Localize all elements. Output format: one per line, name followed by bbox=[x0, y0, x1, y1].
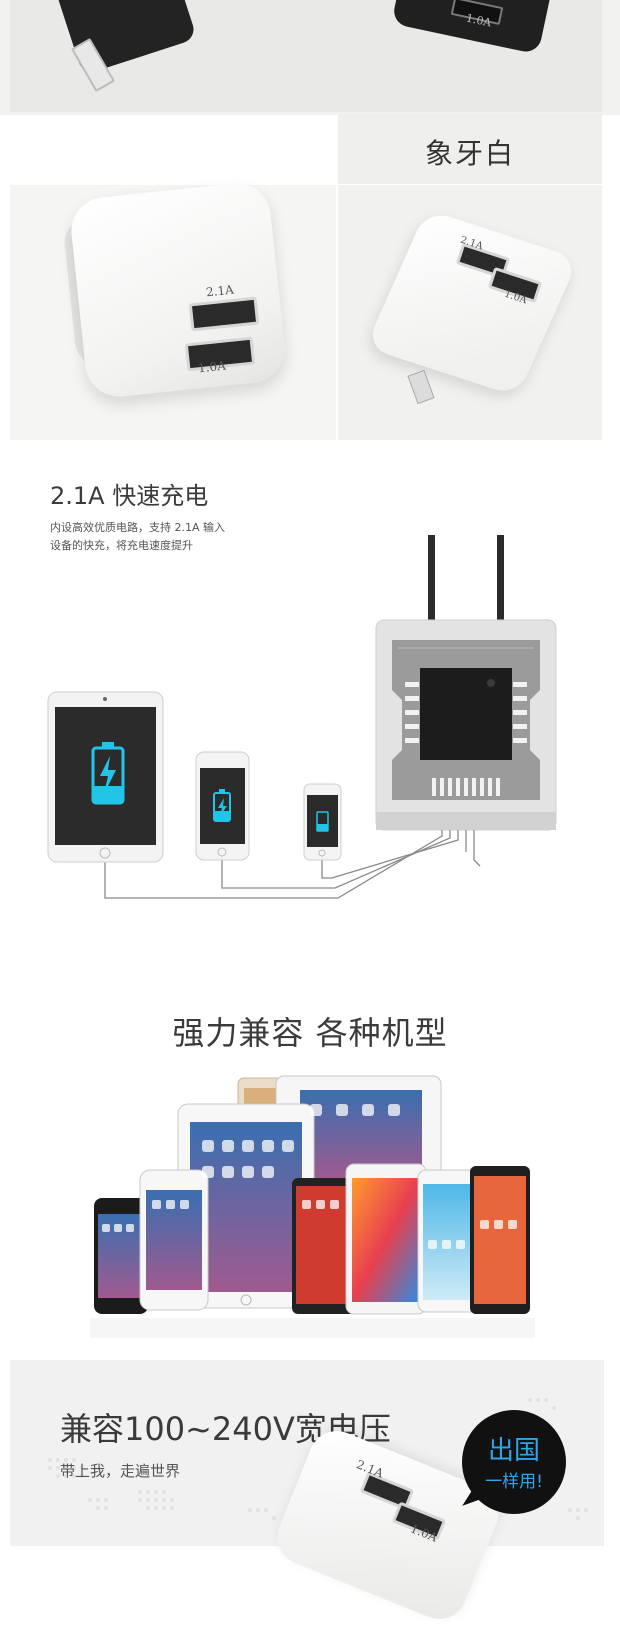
port-label: 2.1A bbox=[205, 282, 235, 300]
fast-charge-title: 2.1A 快速充电 bbox=[50, 482, 209, 510]
phone-small-device bbox=[303, 783, 342, 861]
black-charger-photo: 1.0A bbox=[0, 0, 620, 115]
plug-prong bbox=[428, 535, 435, 627]
charger-base bbox=[376, 812, 556, 830]
port-label: 1.0A bbox=[197, 358, 227, 376]
device-lineup bbox=[90, 1075, 535, 1338]
charging-diagram bbox=[47, 535, 557, 899]
phone-note-white bbox=[345, 1163, 427, 1315]
world-map-dots bbox=[48, 1398, 588, 1520]
phone-mi-dark bbox=[470, 1166, 530, 1314]
badge-line-2: 一样用! bbox=[485, 1472, 543, 1492]
plug-prong bbox=[497, 535, 504, 627]
badge-line-1: 出国 bbox=[487, 1436, 540, 1466]
color-name-banner: 象牙白 bbox=[338, 114, 602, 184]
color-name: 象牙白 bbox=[424, 137, 515, 170]
phone-large-device bbox=[195, 751, 250, 861]
speech-bubble-badge bbox=[462, 1410, 566, 1514]
phone-iphone-white bbox=[139, 1169, 209, 1311]
compatibility-title: 强力兼容 各种机型 bbox=[172, 1014, 448, 1052]
connector-pins bbox=[432, 778, 500, 796]
app-icons bbox=[102, 1104, 517, 1249]
description-line: 内设高效优质电路，支持 2.1A 输入 bbox=[50, 521, 226, 534]
voltage-subtitle: 带上我，走遍世界 bbox=[60, 1462, 181, 1480]
fast-charge-description: 内设高效优质电路，支持 2.1A 输入 设备的快充，将充电速度提升 bbox=[50, 519, 290, 555]
tablet-device bbox=[47, 691, 164, 863]
white-charger-front bbox=[68, 180, 288, 400]
chip-pins bbox=[405, 682, 527, 743]
description-line: 设备的快充，将充电速度提升 bbox=[50, 539, 193, 552]
charging-wires bbox=[104, 830, 481, 899]
chip bbox=[420, 668, 512, 760]
